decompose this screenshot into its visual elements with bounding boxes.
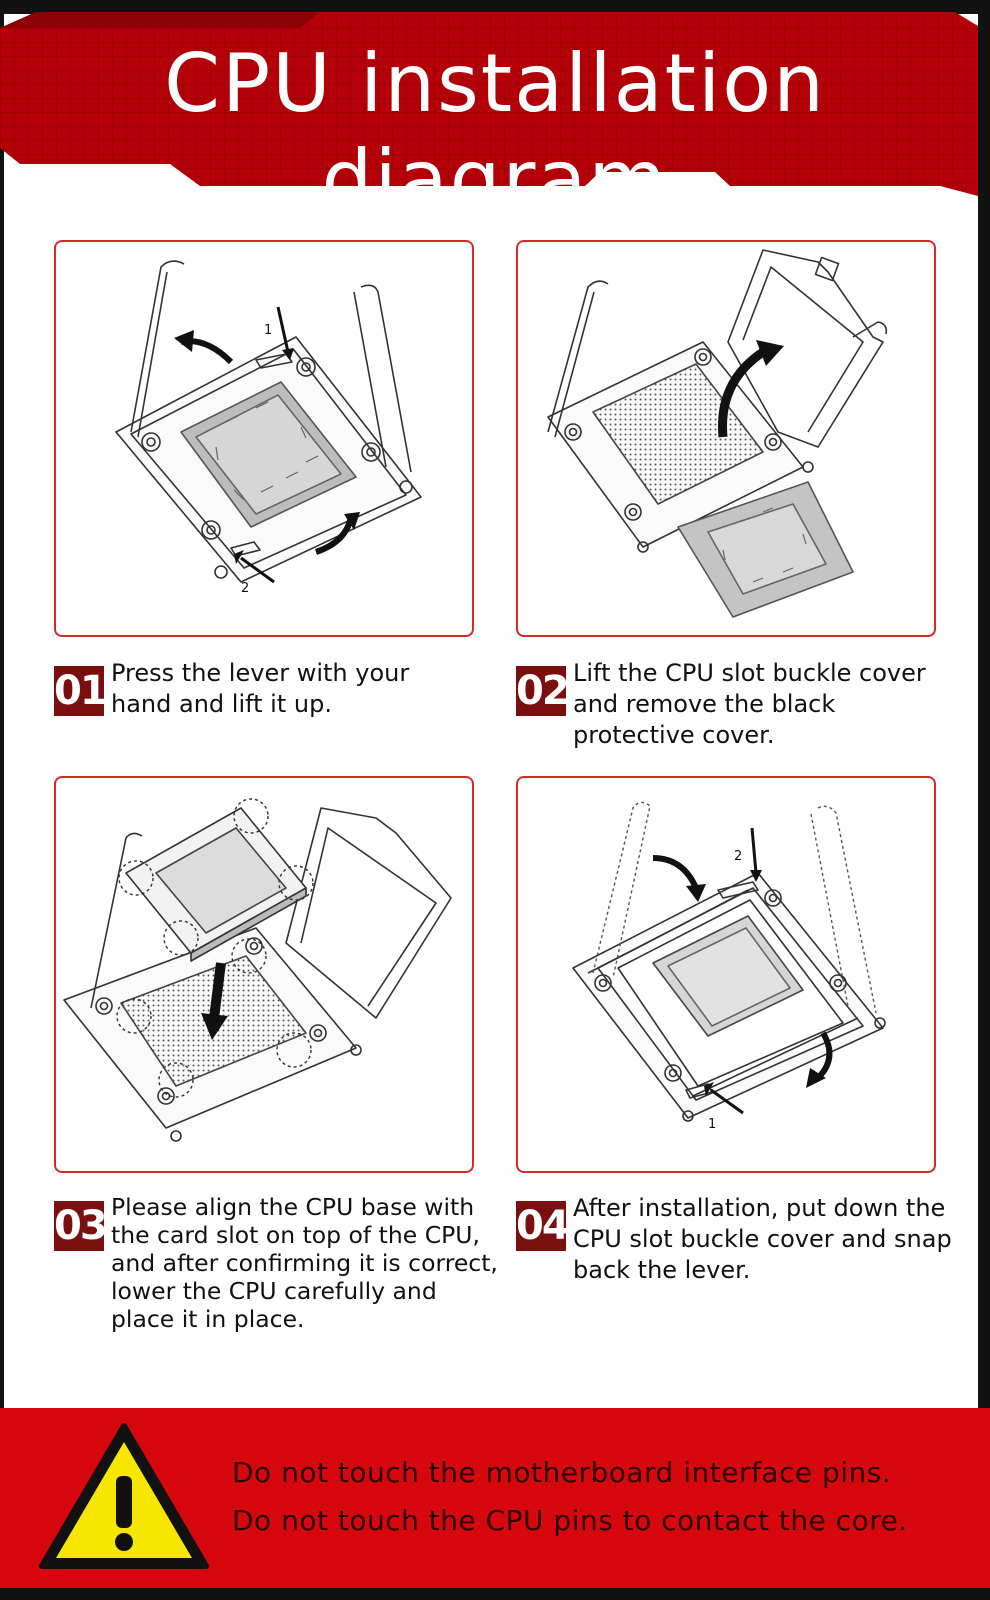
cpu-socket-pins: [592, 363, 764, 505]
step-description: After installation, put down the CPU slo…: [573, 1194, 952, 1284]
step-1-illustration: 1 2: [115, 260, 422, 596]
lift-arrow: [718, 348, 766, 438]
step-1-diagram-panel: 1 2: [54, 240, 474, 637]
step-number-badge: 02: [516, 666, 570, 716]
step-2-illustration: [547, 249, 888, 618]
page-title: CPU installation diagram: [164, 37, 826, 226]
lever-down-arrow: [815, 1031, 833, 1081]
header-banner: CPU installation diagram: [0, 0, 990, 226]
step-2-diagram-panel: [516, 240, 936, 637]
header-background: [0, 12, 978, 196]
warning-triangle-icon: [39, 1423, 209, 1569]
lever-right: [360, 284, 412, 473]
lower-arrow: [209, 962, 226, 1019]
lever-left: [130, 260, 185, 433]
callout-label-2: 2: [734, 849, 742, 864]
step-number-badge: 01: [54, 666, 108, 716]
step-description: Press the lever with your hand and lift …: [111, 659, 410, 718]
callout-label-1: 1: [264, 323, 272, 338]
warning-text-2: Do not touch the CPU pins to contact the…: [232, 1504, 908, 1537]
alignment-markers: [116, 798, 314, 1098]
step-3-diagram-panel: [54, 776, 474, 1173]
close-arrow: [652, 855, 699, 890]
callout-label-1: 1: [708, 1117, 716, 1132]
step-number-badge: 04: [516, 1201, 570, 1251]
step-description: Lift the CPU slot buckle cover and remov…: [573, 659, 926, 749]
warning-text-1: Do not touch the motherboard interface p…: [232, 1456, 892, 1489]
socket-cover-lifted: [727, 249, 884, 448]
step-4-diagram-panel: 2 1: [516, 776, 936, 1173]
callout-label-2: 2: [241, 581, 249, 596]
warning-banner: Do not touch the motherboard interface p…: [0, 1408, 990, 1588]
step-4-illustration: 2 1: [572, 801, 886, 1132]
lever-previous-position: [592, 801, 877, 1014]
step-number-badge: 03: [54, 1201, 108, 1251]
bottom-border: [0, 1588, 990, 1600]
step-3-illustration: [63, 798, 452, 1142]
step-description: Please align the CPU base with the card …: [111, 1193, 498, 1333]
